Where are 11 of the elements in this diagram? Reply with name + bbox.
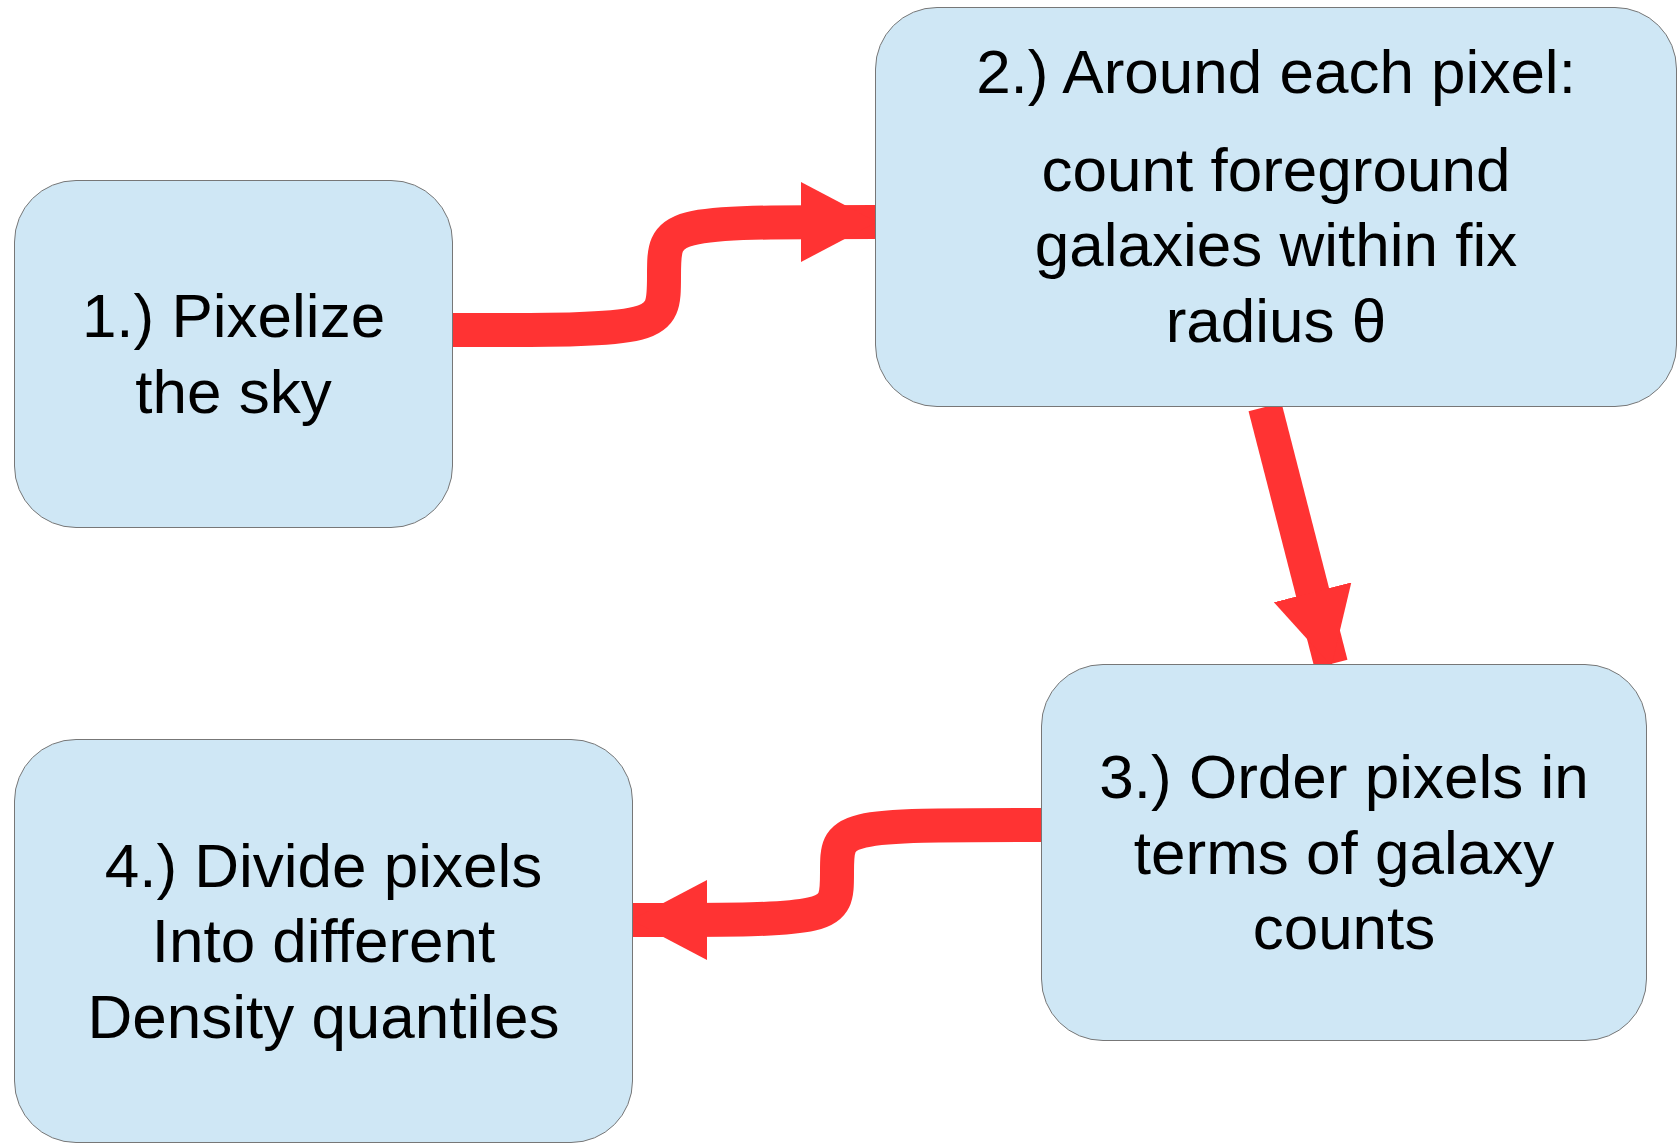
process-box (14, 180, 453, 528)
process-box (14, 739, 633, 1143)
curved-arrow (631, 808, 1041, 960)
step-heading: 2.) Around each pixel: (976, 36, 1576, 108)
curved-arrow (453, 182, 877, 347)
step-text: count foreground galaxies within fix radius θ (1033, 133, 1519, 357)
step-text: 1.) Pixelize the sky (80, 280, 387, 428)
step-text: 4.) Divide pixels Into different Density quantiles (86, 829, 561, 1053)
step-text: 3.) Order pixels in terms of galaxy counts (1099, 741, 1589, 965)
process-box (1041, 664, 1647, 1041)
process-box (875, 7, 1677, 407)
